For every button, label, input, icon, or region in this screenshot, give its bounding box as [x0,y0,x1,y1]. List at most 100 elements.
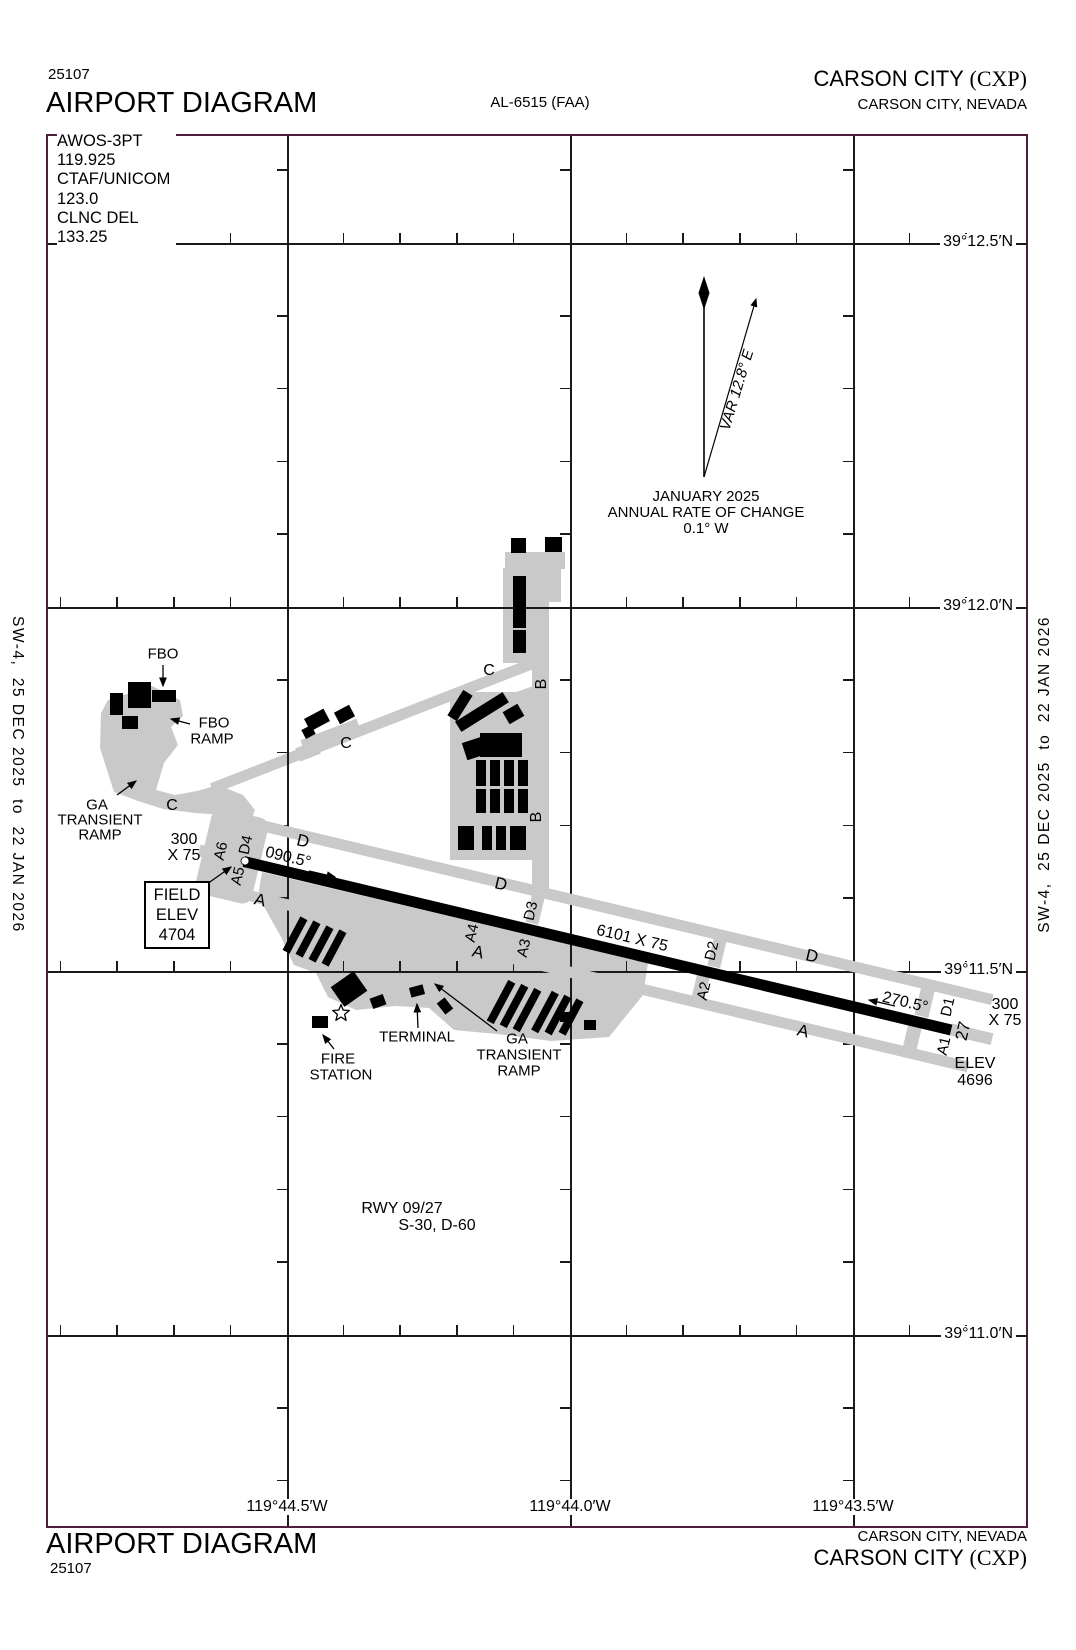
header-airport-name: CARSON CITY (CXP) [813,66,1027,92]
graticule-tick [908,597,911,607]
fire-station-building [312,1016,328,1028]
t-hangar [518,760,528,786]
longitude-label: 119°43.5′W [808,1499,898,1515]
graticule-tick [399,233,401,243]
graticule-tick [229,233,232,243]
graticule-tick [625,1325,628,1335]
footer-airport-city: CARSON CITY [813,1545,964,1570]
graticule-tick [173,597,175,607]
fbo-label: FBO [147,645,179,663]
longitude-line [853,136,855,1526]
field-elevation-box: FIELD ELEV 4704 [144,881,210,949]
t-hangar [482,826,492,850]
footer-airport-code: (CXP) [969,1545,1027,1570]
graticule-tick [560,1188,570,1191]
comm-clnc-label: CLNC DEL [57,208,139,227]
field-elev-line2: ELEV [155,906,199,924]
north-apron-stub [549,568,561,602]
graticule-tick [625,961,628,971]
graticule-tick [399,961,401,971]
graticule-tick [277,460,287,463]
graticule-tick [560,824,570,827]
taxiway-a2-label: A2 [693,980,715,1002]
ga-ramp-west-line2: TRANSIENT [57,811,143,829]
taxiway-d3-label: D3 [520,899,542,923]
runway-note-line1: RWY 09/27 [361,1200,443,1217]
header-airport-code: (CXP) [969,66,1027,91]
graticule-tick [682,233,684,243]
graticule-tick [116,1325,118,1335]
taxiway-d-label: D [492,873,510,895]
ga-ramp-south-line1: GA [506,1030,528,1048]
taxiway-d4-label: D4 [235,833,257,857]
graticule-tick [277,533,287,535]
graticule-tick [560,1261,570,1263]
footer-city-line: CARSON CITY, NEVADA [857,1528,1027,1545]
annual-rate-value: 0.1° W [683,520,729,537]
graticule-tick [843,1407,853,1409]
graticule-tick [843,387,853,390]
overrun-west-300: 300 [170,831,198,848]
terminal-label: TERMINAL [379,1028,455,1046]
taxiway-a6-label: A6 [210,840,232,862]
t-hangar [504,760,514,786]
graticule-tick [560,1115,570,1118]
graticule-tick [512,233,515,243]
graticule-tick [456,961,458,971]
graticule-tick [342,961,345,971]
footer-chart-number: 25107 [50,1560,92,1577]
t-hangar [476,789,486,813]
fbo-area-building [128,682,151,708]
overrun-east-x75: X 75 [988,1012,1022,1029]
graticule-tick [560,387,570,390]
fbo-building [152,690,176,702]
graticule-tick [843,1188,853,1191]
graticule-tick [277,387,287,390]
taxiway-d1-label: D1 [937,995,959,1019]
graticule-tick [277,1115,287,1118]
graticule-tick [277,1407,287,1409]
footer-title: AIRPORT DIAGRAM [46,1528,318,1560]
graticule-tick [843,751,853,754]
graticule-tick [173,1325,175,1335]
graticule-tick [277,1188,287,1191]
graticule-tick [739,1325,741,1335]
graticule-tick [277,1479,287,1482]
taxiway-a3-label: A3 [513,937,535,959]
graticule-tick [59,1325,62,1335]
taxiway-d-label: D [294,830,312,852]
variation-date: JANUARY 2025 [652,488,760,505]
taxiway-d-label: D [803,945,821,967]
north-building [545,537,562,552]
graticule-tick [560,315,570,317]
procedure-id: AL-6515 (FAA) [490,94,590,111]
graticule-tick [795,961,798,971]
edition-left: SW-4, 25 DEC 2025 to 22 JAN 2026 [9,616,26,933]
graticule-tick [59,597,62,607]
graticule-tick [342,597,345,607]
graticule-tick [277,1043,287,1045]
overrun-west-x75: X 75 [167,847,201,864]
taxiway-c-label: C [166,797,178,814]
graticule-tick [625,597,628,607]
graticule-tick [739,233,741,243]
comm-box: AWOS-3PT 119.925 CTAF/UNICOM 123.0 CLNC … [57,132,177,246]
north-building [513,630,526,653]
ga-ramp-west-line1: GA [86,796,108,814]
north-building [513,576,526,628]
graticule-tick [908,961,911,971]
north-building [511,538,526,553]
graticule-tick [560,169,570,171]
graticule-tick [399,597,401,607]
graticule-tick [512,961,515,971]
latitude-label: 39°12.0′N [940,598,1016,614]
ga-ramp-south-line3: RAMP [497,1062,541,1080]
comm-awos-freq: 119.925 [57,151,116,170]
t-hangar [504,789,514,813]
chart-border [46,134,1028,1528]
graticule-tick [843,897,853,899]
longitude-label: 119°44.0′W [525,1499,615,1515]
taxiway-a4-label: A4 [461,922,483,944]
